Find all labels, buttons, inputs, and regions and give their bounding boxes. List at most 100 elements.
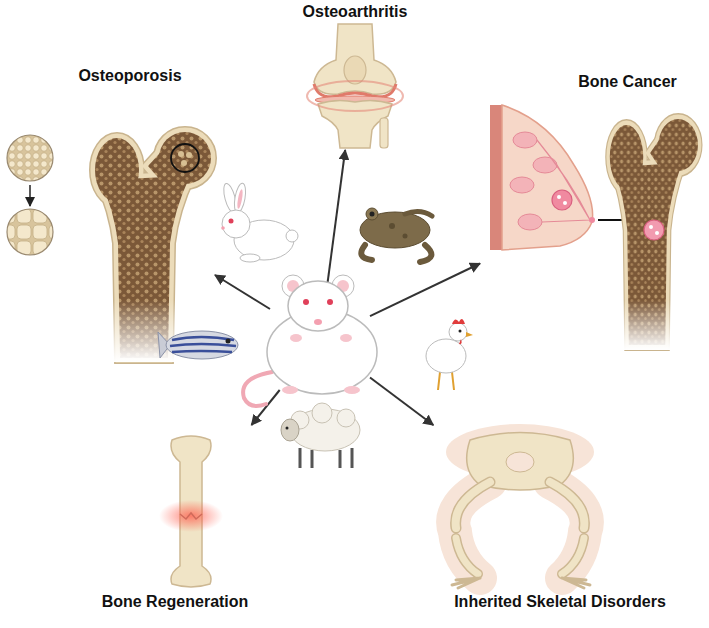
- bowed-leg-skeleton-part: [562, 538, 584, 574]
- disease-panel: Osteoarthritis: [290, 2, 420, 150]
- rat-icon-part: [344, 386, 360, 394]
- rabbit-icon-part: [236, 189, 243, 209]
- rat-icon-part: [290, 334, 302, 342]
- bowed-leg-skeleton-part: [456, 482, 490, 528]
- osteoporotic-femur-part: [171, 144, 199, 172]
- panel-title: Bone Cancer: [578, 72, 677, 92]
- fractured-long-bone: [159, 436, 223, 587]
- fractured-long-bone-part: [159, 500, 223, 532]
- chicken-icon-part: [466, 332, 473, 337]
- rat-icon-part: [340, 334, 352, 342]
- panel-title: Osteoarthritis: [303, 2, 408, 22]
- bowed-leg-skeleton-part: [456, 538, 478, 574]
- rat-icon-part: [314, 319, 322, 325]
- bowed-leg-skeleton-part: [550, 482, 584, 528]
- metastatic-femur-part: [600, 300, 705, 350]
- rabbit-icon-part: [240, 254, 260, 262]
- rat-icon-part: [243, 372, 272, 406]
- breast-section-part: [513, 132, 537, 148]
- chicken-icon-part: [426, 339, 466, 373]
- bowed-leg-skeleton-part: [452, 578, 480, 588]
- knee-joint-part: [318, 100, 392, 148]
- frog-icon-part: [370, 212, 375, 217]
- chicken-icon: [426, 319, 473, 390]
- frog-icon-part: [403, 234, 408, 239]
- rat-icon-part: [288, 281, 348, 331]
- frog-icon-part: [389, 223, 395, 229]
- trabecular-inset: [5, 133, 55, 257]
- breast-section-part: [557, 195, 561, 199]
- disease-panel: Bone Regeneration: [95, 425, 255, 615]
- disease-panel: Bone Cancer: [480, 60, 704, 360]
- frog-icon-part: [405, 211, 432, 216]
- panel-title: Inherited Skeletal Disorders: [454, 592, 666, 612]
- frog-icon-part: [366, 208, 378, 220]
- trabecular-inset-part: [7, 135, 53, 181]
- chicken-icon-part: [452, 319, 465, 324]
- metastatic-femur-part: [655, 231, 659, 235]
- trabecular-inset-part: [5, 207, 55, 257]
- knee-joint-part: [344, 56, 366, 84]
- knee-joint-part: [307, 81, 403, 111]
- arrow-connector: [370, 378, 433, 426]
- chicken-icon-part: [449, 323, 467, 341]
- breast-section-part: [510, 177, 534, 193]
- arrow-connector: [327, 150, 346, 290]
- metastatic-femur: [600, 119, 705, 350]
- osteoporotic-femur-part: [181, 160, 187, 166]
- rat-icon: [243, 275, 377, 406]
- breast-section-part: [589, 217, 595, 223]
- knee-joint: [307, 24, 403, 148]
- rat-icon-part: [327, 299, 333, 305]
- osteoporotic-femur-part: [178, 151, 184, 157]
- fractured-long-bone-part: [180, 513, 202, 519]
- panel-title: Bone Regeneration: [102, 592, 249, 612]
- rabbit-icon-part: [286, 230, 298, 242]
- zebrafish-icon-part: [170, 337, 236, 352]
- chicken-icon-part: [459, 339, 462, 344]
- metastatic-femur-part: [649, 225, 653, 229]
- rabbit-icon-part: [229, 219, 234, 224]
- rabbit-icon-part: [222, 210, 250, 238]
- rabbit-icon-part: [221, 226, 225, 230]
- arrow-connector: [370, 264, 480, 317]
- panel-title: Osteoporosis: [78, 66, 181, 86]
- frog-icon: [360, 208, 432, 262]
- zebrafish-icon: [158, 331, 238, 359]
- bowed-leg-skeleton: [446, 424, 594, 588]
- trabecular-inset-part: [7, 209, 53, 255]
- breast-section-part: [502, 105, 593, 250]
- knee-joint-part: [314, 84, 396, 97]
- bowed-leg-skeleton-part: [550, 482, 584, 528]
- zebrafish-icon-part: [166, 331, 238, 359]
- bowed-leg-skeleton-part: [562, 538, 584, 574]
- rat-icon-part: [303, 299, 309, 305]
- knee-joint-part: [380, 118, 388, 148]
- bowed-leg-skeleton-part: [550, 482, 587, 578]
- animal-models-hub: [270, 290, 370, 390]
- sheep-icon-part: [312, 403, 332, 423]
- sheep-icon-part: [337, 409, 355, 427]
- osteoporotic-femur: [80, 132, 230, 362]
- breast-section-part: [563, 201, 567, 205]
- breast-section-part: [537, 140, 590, 222]
- breast-section-part: [490, 105, 502, 250]
- zebrafish-icon-part: [226, 339, 231, 344]
- bowed-leg-skeleton-part: [456, 482, 490, 528]
- bowed-leg-skeleton-part: [506, 452, 534, 472]
- breast-section-part: [533, 157, 557, 173]
- rabbit-icon: [221, 182, 298, 262]
- sheep-icon: [281, 403, 360, 468]
- chicken-icon-part: [459, 330, 462, 333]
- bowed-leg-skeleton-part: [456, 538, 478, 574]
- disease-panel: Osteoporosis: [5, 60, 215, 360]
- rat-icon-part: [282, 386, 298, 394]
- rabbit-icon-part: [232, 182, 247, 213]
- metastatic-femur-part: [644, 220, 664, 240]
- sheep-icon-part: [286, 427, 289, 430]
- chicken-icon-part: [438, 372, 454, 390]
- bowed-leg-skeleton-part: [453, 482, 490, 578]
- breast-section-part: [552, 190, 572, 210]
